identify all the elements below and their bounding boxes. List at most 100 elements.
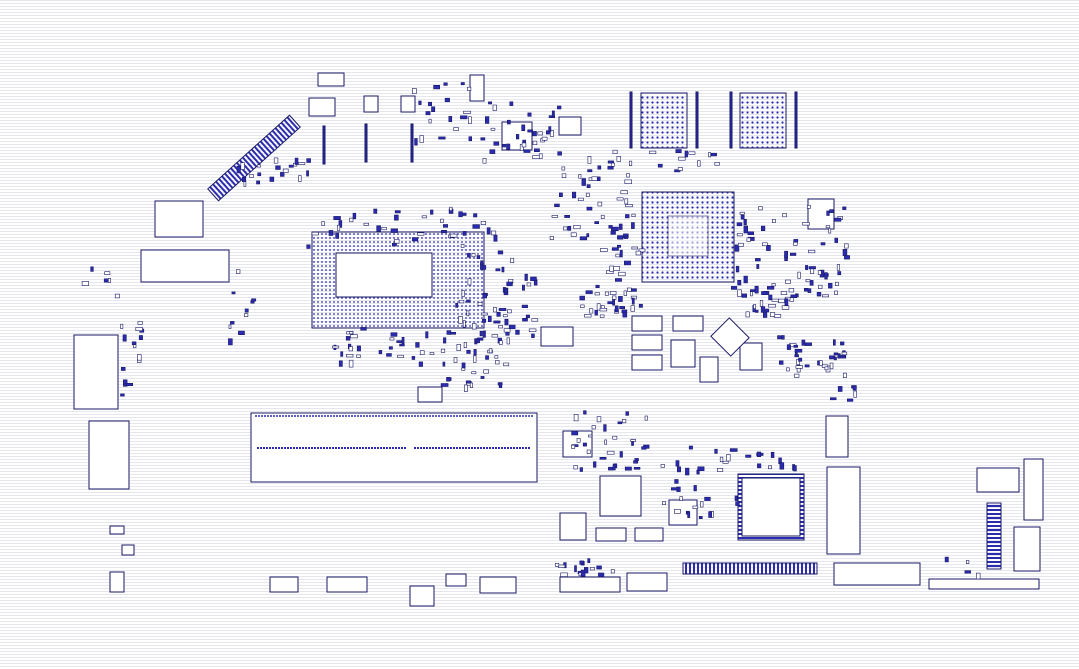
smd-component xyxy=(466,310,470,317)
right-small-connector[interactable] xyxy=(825,415,849,458)
smd-component xyxy=(449,233,458,238)
smd-component xyxy=(621,309,628,314)
smd-component xyxy=(587,558,591,563)
chip-left-tiny[interactable] xyxy=(121,544,135,556)
smd-component xyxy=(589,567,595,571)
smd-component xyxy=(492,104,497,111)
chip-mid-a[interactable] xyxy=(540,326,574,347)
vertical-connector[interactable] xyxy=(826,466,861,555)
chip-mid-d[interactable] xyxy=(559,512,587,541)
smd-component xyxy=(704,496,711,501)
chip-top-mid[interactable] xyxy=(558,116,582,136)
oval-component-b[interactable] xyxy=(631,315,663,332)
smd-component xyxy=(461,367,466,371)
smd-component xyxy=(521,304,528,309)
smd-component xyxy=(282,168,289,173)
smd-component xyxy=(541,136,548,141)
chip-top-e[interactable] xyxy=(400,95,416,113)
chip-mid-c[interactable] xyxy=(599,475,642,517)
smd-component xyxy=(806,205,811,209)
chip-right-a[interactable] xyxy=(807,198,835,230)
chip-left-small[interactable] xyxy=(109,571,125,593)
smd-component xyxy=(832,339,836,346)
smd-component xyxy=(616,244,621,248)
smd-component xyxy=(777,335,781,340)
chip-diamond[interactable] xyxy=(710,317,750,357)
oval-component-g[interactable] xyxy=(634,527,664,542)
smd-component xyxy=(808,266,816,270)
right-connector-d[interactable] xyxy=(1013,526,1041,572)
smd-component xyxy=(660,464,665,468)
smd-component xyxy=(548,126,552,132)
smd-component xyxy=(737,242,744,247)
right-connector-b[interactable] xyxy=(1023,458,1044,521)
left-chip[interactable] xyxy=(154,200,204,238)
chip-mid-e[interactable] xyxy=(668,499,698,526)
smd-component xyxy=(771,298,779,302)
chip-left-tiny-b[interactable] xyxy=(109,525,125,535)
chip-mid-f[interactable] xyxy=(670,339,696,368)
smd-component xyxy=(333,216,341,220)
smd-component xyxy=(684,150,688,158)
smd-component xyxy=(594,292,600,296)
chip-mid-h[interactable] xyxy=(739,342,763,371)
smd-component xyxy=(498,308,507,311)
left-connector-b[interactable] xyxy=(88,420,130,490)
memory-chip-right[interactable] xyxy=(739,92,787,149)
chip-top-a[interactable] xyxy=(317,72,345,87)
smd-component xyxy=(504,288,508,293)
chip-bottom-a[interactable] xyxy=(409,585,435,607)
smd-component xyxy=(399,343,405,347)
smd-component xyxy=(630,305,635,312)
right-connector-a[interactable] xyxy=(976,467,1020,493)
smd-component xyxy=(348,346,353,352)
memory-chip-left[interactable] xyxy=(640,92,688,149)
smd-component xyxy=(482,158,487,164)
chip-top-c[interactable] xyxy=(308,97,336,117)
smd-component xyxy=(477,301,483,306)
oval-component-a[interactable] xyxy=(417,386,443,403)
chip-bottom-f[interactable] xyxy=(559,576,621,593)
oval-component-e[interactable] xyxy=(631,354,663,371)
diagonal-flex-connector[interactable] xyxy=(207,114,301,202)
thin-part xyxy=(410,123,414,163)
bottom-right-connector[interactable] xyxy=(833,562,921,586)
smd-component xyxy=(789,252,797,256)
chip-top-d[interactable] xyxy=(363,95,379,113)
oval-component-f[interactable] xyxy=(595,527,627,542)
chip-bottom-e[interactable] xyxy=(326,576,368,593)
left-top-connector[interactable] xyxy=(140,249,230,283)
thin-part xyxy=(794,91,798,149)
chip-top-b[interactable] xyxy=(469,74,485,102)
oval-component-c[interactable] xyxy=(672,315,704,332)
smd-component xyxy=(717,467,724,472)
smd-component xyxy=(842,249,848,257)
chip-bottom-g[interactable] xyxy=(626,572,668,592)
smd-component xyxy=(228,324,232,329)
smd-component xyxy=(965,560,970,565)
chip-mid-g[interactable] xyxy=(699,356,719,383)
smd-component xyxy=(619,249,623,258)
smd-component xyxy=(852,385,857,391)
oval-component-d[interactable] xyxy=(631,334,663,351)
smd-component xyxy=(486,227,491,235)
right-edge-connector[interactable] xyxy=(928,578,1040,590)
smd-component xyxy=(692,505,699,510)
chip-bottom-d[interactable] xyxy=(269,576,299,593)
smd-component xyxy=(571,191,577,199)
smd-component xyxy=(821,294,829,298)
smd-component xyxy=(777,298,785,303)
left-connector-a[interactable] xyxy=(73,334,119,410)
bottom-long-connector[interactable] xyxy=(682,562,818,575)
chip-bottom-c[interactable] xyxy=(479,576,517,594)
smd-component xyxy=(616,156,622,162)
smd-component xyxy=(842,206,847,210)
chip-bottom-b[interactable] xyxy=(445,573,467,587)
right-connector-c[interactable] xyxy=(986,502,1002,570)
smd-component xyxy=(624,466,632,471)
smd-component xyxy=(446,376,451,382)
smd-component xyxy=(762,311,768,318)
smd-component xyxy=(548,115,555,118)
smd-component xyxy=(756,451,762,457)
